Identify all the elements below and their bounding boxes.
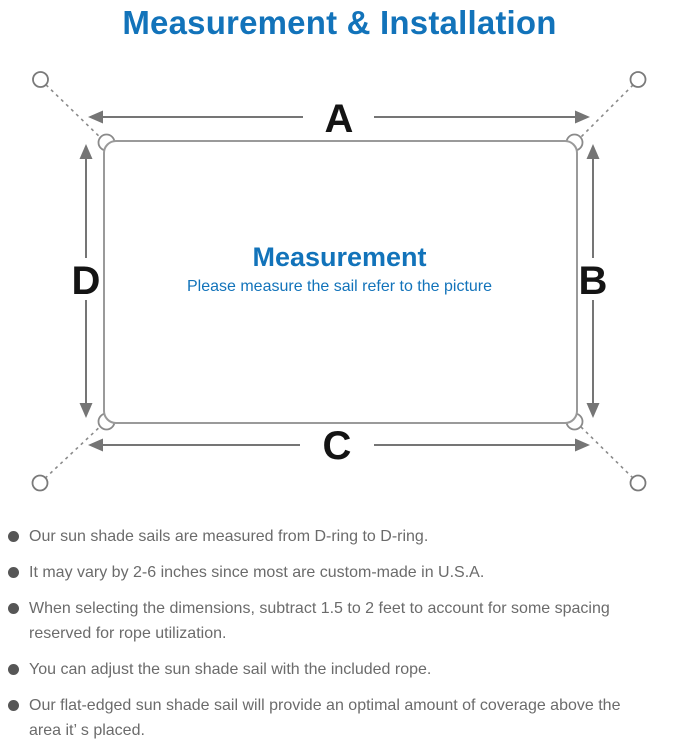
list-item: Our sun shade sails are measured from D-… [8, 524, 656, 549]
dimension-label-b: B [579, 259, 608, 303]
anchor-ring-icon-top-right [629, 71, 647, 88]
dimension-label-c: C [323, 424, 352, 468]
list-item-text: You can adjust the sun shade sail with t… [29, 661, 432, 678]
bullet-dot-icon [8, 700, 19, 711]
anchor-ring-icon-bottom-left [31, 474, 49, 492]
instruction-list: Our sun shade sails are measured from D-… [8, 524, 656, 754]
dimension-label-a: A [325, 97, 354, 141]
arrowhead-d-down [79, 403, 93, 418]
dimension-labels: A B C D [72, 97, 608, 468]
arrowhead-c-right [575, 438, 590, 452]
measurement-diagram: A B C D Measurement Please measure the s… [0, 60, 679, 520]
arrowhead-a-left [88, 110, 103, 124]
arrowhead-d-up [79, 144, 93, 159]
list-item-text: When selecting the dimensions, subtract … [29, 600, 610, 642]
tie-rope-bottom-right [575, 421, 639, 484]
dimension-label-d: D [72, 259, 101, 303]
list-item: When selecting the dimensions, subtract … [8, 596, 656, 646]
dimension-arrowheads [79, 110, 600, 452]
diagram-center-subtitle: Please measure the sail refer to the pic… [186, 278, 493, 295]
list-item-text: It may vary by 2-6 inches since most are… [29, 564, 485, 581]
list-item: Our flat-edged sun shade sail will provi… [8, 693, 656, 743]
arrowhead-a-right [575, 110, 590, 124]
bullet-dot-icon [8, 603, 19, 614]
bullet-dot-icon [8, 567, 19, 578]
sail-diagram-canvas: A B C D [31, 71, 647, 492]
list-item: It may vary by 2-6 inches since most are… [8, 560, 656, 585]
page-title: Measurement & Installation [122, 4, 557, 41]
diagram-center-text: Measurement Please measure the sail refe… [0, 241, 679, 297]
tie-rope-top-right [575, 79, 639, 143]
tie-rope-dashed-lines [39, 79, 639, 484]
anchor-rings [31, 71, 647, 492]
bullet-dot-icon [8, 664, 19, 675]
bullet-dot-icon [8, 531, 19, 542]
list-item-text: Our flat-edged sun shade sail will provi… [29, 697, 621, 739]
sail-outline [103, 140, 578, 424]
list-item-text: Our sun shade sails are measured from D-… [29, 528, 429, 545]
tie-rope-top-left [40, 79, 106, 143]
diagram-center-title: Measurement [252, 242, 427, 272]
arrowhead-c-left [88, 438, 103, 452]
dimension-lines [85, 116, 594, 446]
arrowhead-b-up [586, 144, 600, 159]
arrowhead-b-down [586, 403, 600, 418]
anchor-ring-icon-top-left [32, 71, 49, 88]
anchor-ring-icon-bottom-right [629, 474, 647, 492]
tie-rope-bottom-left [39, 421, 106, 484]
list-item: You can adjust the sun shade sail with t… [8, 657, 656, 682]
